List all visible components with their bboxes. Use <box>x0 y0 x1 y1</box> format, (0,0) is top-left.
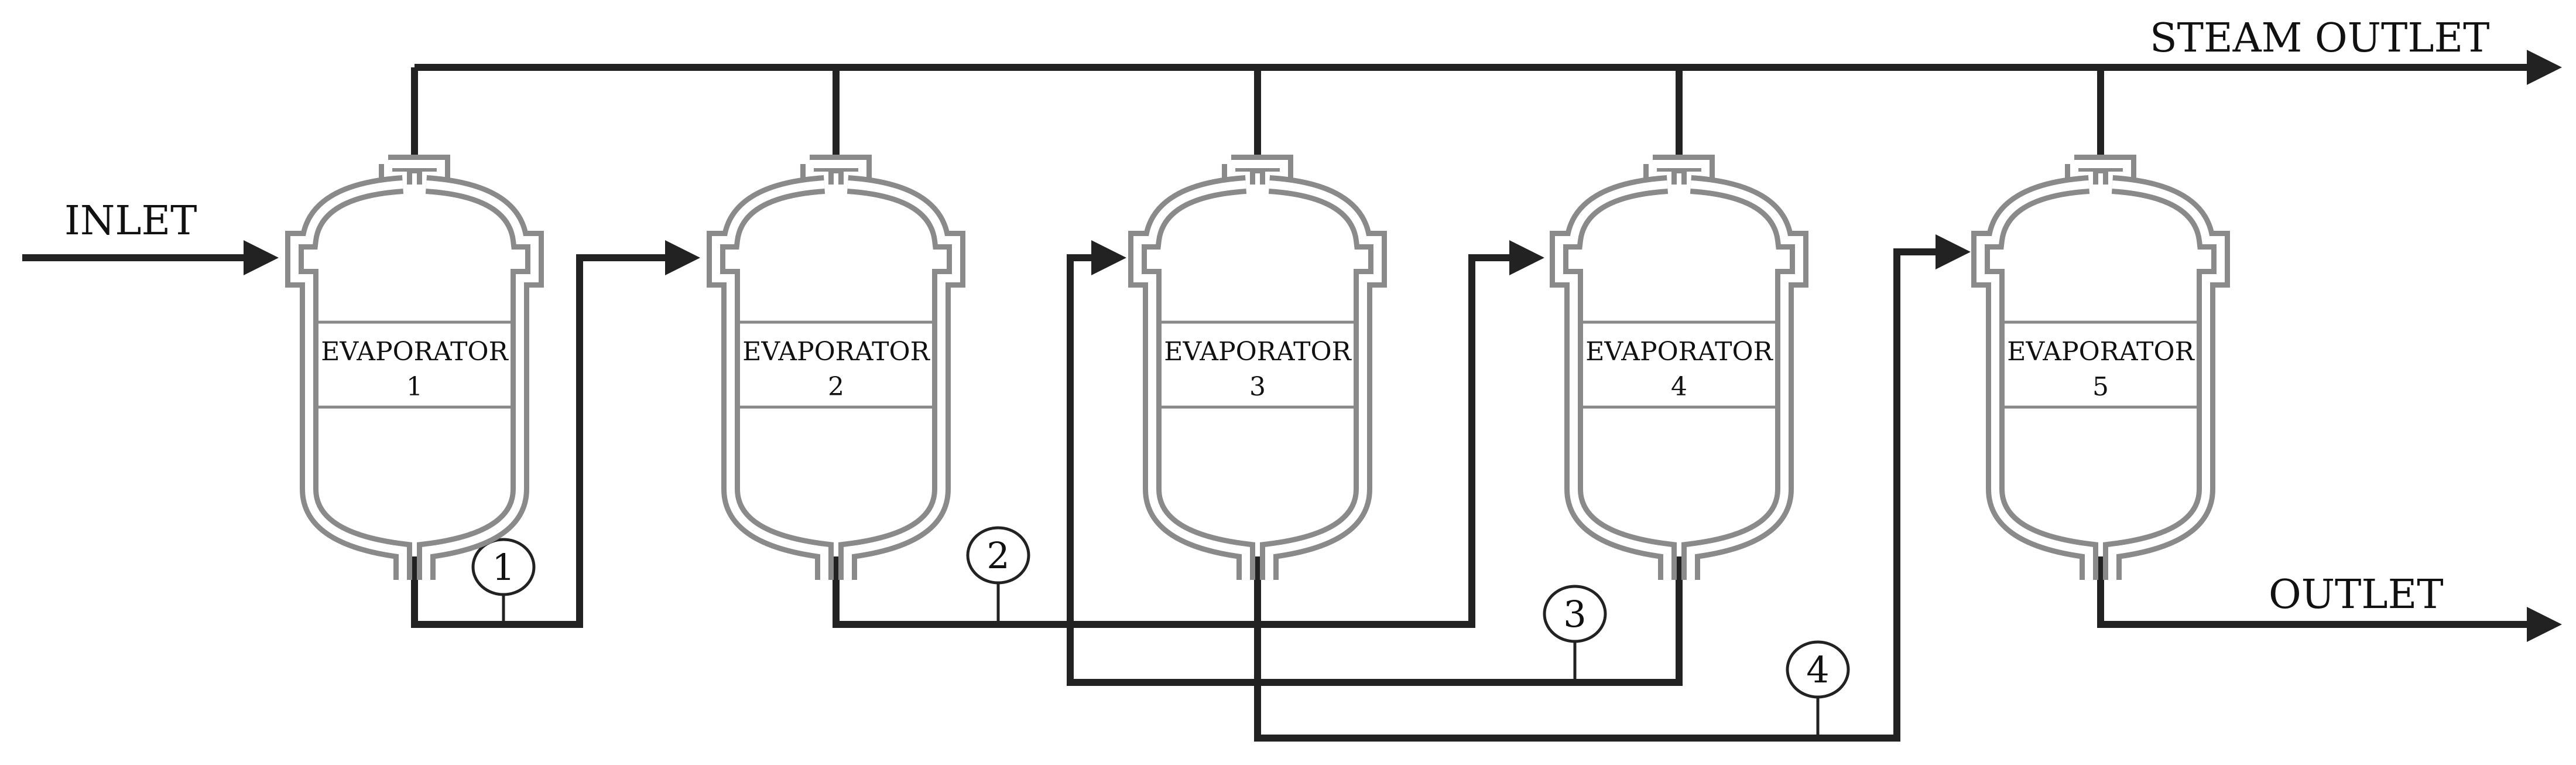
evaporator-1-number: 1 <box>406 372 423 402</box>
steam-outlet-label: STEAM OUTLET <box>2150 15 2490 62</box>
evaporator-2-number: 2 <box>828 372 844 402</box>
evaporator-3-number: 3 <box>1249 372 1266 402</box>
evaporator-3-name: EVAPORATOR <box>1164 337 1352 367</box>
stream-label-3: 3 <box>1563 593 1586 636</box>
evaporator-5-name: EVAPORATOR <box>2007 337 2195 367</box>
evaporator-2-name: EVAPORATOR <box>742 337 930 367</box>
stream-bubble-2: 2 <box>966 526 1030 585</box>
stream-label-2: 2 <box>986 534 1009 577</box>
outlet-label: OUTLET <box>2269 572 2444 618</box>
evaporator-4-name: EVAPORATOR <box>1585 337 1773 367</box>
evaporator-5: EVAPORATOR 5 <box>1981 164 2221 580</box>
stream-bubble-4: 4 <box>1786 640 1850 699</box>
stream-bubble-3: 3 <box>1543 585 1607 643</box>
evaporator-5-number: 5 <box>2092 372 2109 402</box>
inlet-label: INLET <box>64 198 197 244</box>
evaporator-1: EVAPORATOR 1 <box>294 164 535 580</box>
stream-label-1: 1 <box>492 546 515 589</box>
stream-leaders <box>502 583 1820 738</box>
stream-bubble-1: 1 <box>471 538 536 596</box>
stream-label-4: 4 <box>1806 648 1829 691</box>
steam-header <box>411 50 2562 167</box>
evaporator-2: EVAPORATOR 2 <box>716 164 956 580</box>
evaporator-3: EVAPORATOR 3 <box>1138 164 1378 580</box>
evaporator-1-name: EVAPORATOR <box>321 337 509 367</box>
process-lines <box>411 234 2562 742</box>
evaporator-4-number: 4 <box>1671 372 1687 402</box>
evaporator-4: EVAPORATOR 4 <box>1559 164 1799 580</box>
